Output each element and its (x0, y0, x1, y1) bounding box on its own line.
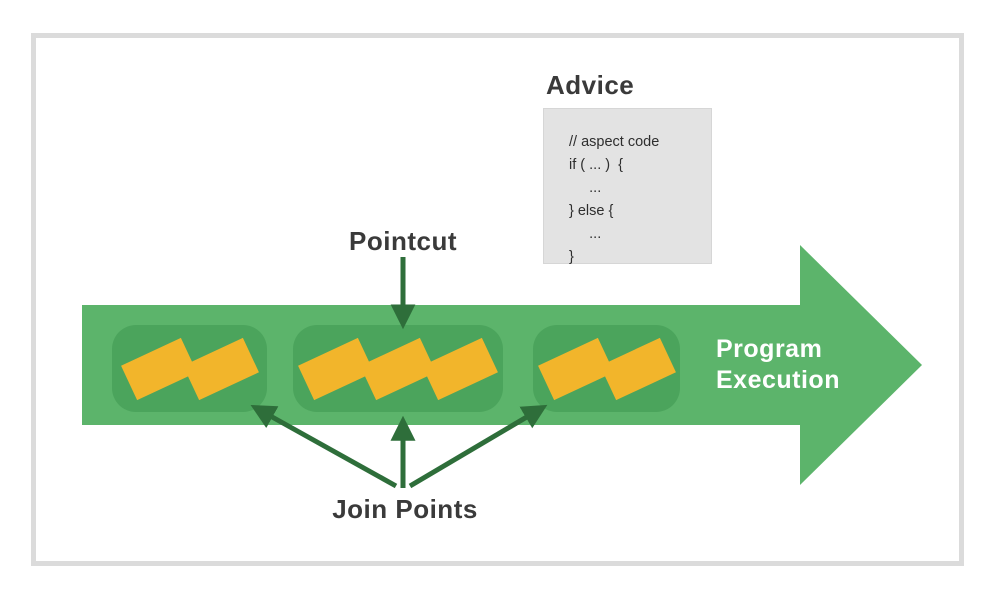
code-line: } else { (569, 203, 614, 219)
outer-border (31, 33, 964, 566)
pointcut-label: Pointcut (349, 226, 457, 256)
code-line: ... (569, 180, 602, 196)
join-point-group (112, 325, 267, 412)
advice-title: Advice (546, 70, 635, 100)
join-point-group (293, 325, 503, 412)
join-point-group (533, 325, 680, 412)
join-point (422, 337, 498, 400)
program-execution-label: Program Execution (716, 335, 840, 394)
code-line: ... (569, 226, 602, 242)
program-execution-arrow-head (800, 245, 922, 485)
code-line: // aspect code (569, 134, 660, 150)
code-line: if ( ... ) { (569, 157, 623, 173)
code-line: } (569, 249, 574, 265)
join-point (182, 337, 259, 400)
advice-code-box: // aspect code if ( ... ) { ... } else {… (543, 108, 712, 265)
join-points-label: Join Points (332, 494, 478, 524)
join-point (599, 337, 676, 400)
